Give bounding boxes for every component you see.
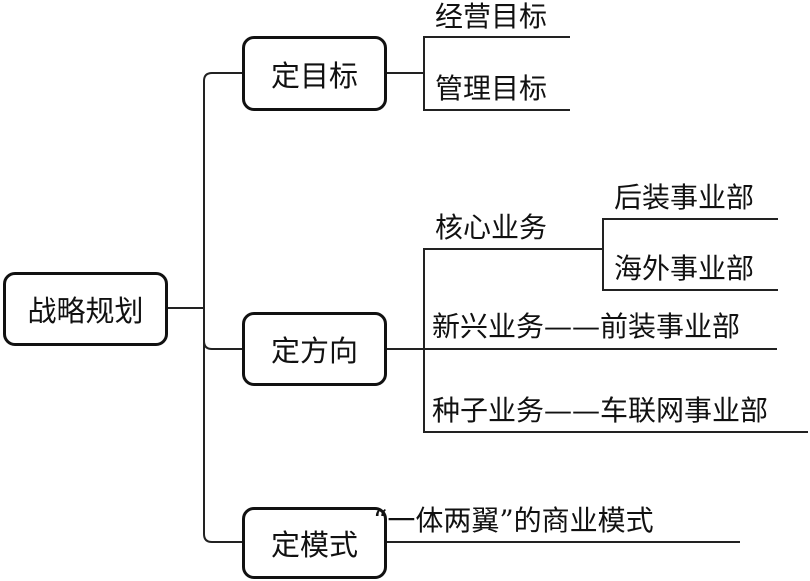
leaf-overseas-division: 海外事业部: [614, 252, 755, 285]
connector-trunk-mid: [203, 340, 243, 350]
connector-trunk: [203, 72, 243, 543]
branch-node-direction: 定方向: [242, 312, 387, 386]
leaf-business-model: “一体两翼”的商业模式: [373, 504, 654, 537]
bracket-core: [602, 218, 778, 291]
bracket-direction: [423, 248, 808, 433]
leaf-emerging-business: 新兴业务——前装事业部: [432, 310, 741, 343]
root-node: 战略规划: [3, 272, 168, 346]
branch-node-model: 定模式: [242, 507, 387, 579]
branch-node-goal: 定目标: [242, 36, 387, 111]
bracket-goal: [423, 36, 570, 111]
leaf-business-goal: 经营目标: [435, 0, 548, 33]
leaf-seed-business: 种子业务——车联网事业部: [432, 394, 769, 427]
leaf-aftermarket-division: 后装事业部: [614, 181, 755, 214]
leaf-core-business: 核心业务: [435, 211, 548, 244]
branch-node-label: 定方向: [270, 334, 358, 368]
branch-node-label: 定目标: [270, 58, 358, 93]
root-node-label: 战略规划: [27, 294, 144, 328]
branch-node-label: 定模式: [270, 528, 358, 562]
leaf-management-goal: 管理目标: [435, 72, 548, 105]
